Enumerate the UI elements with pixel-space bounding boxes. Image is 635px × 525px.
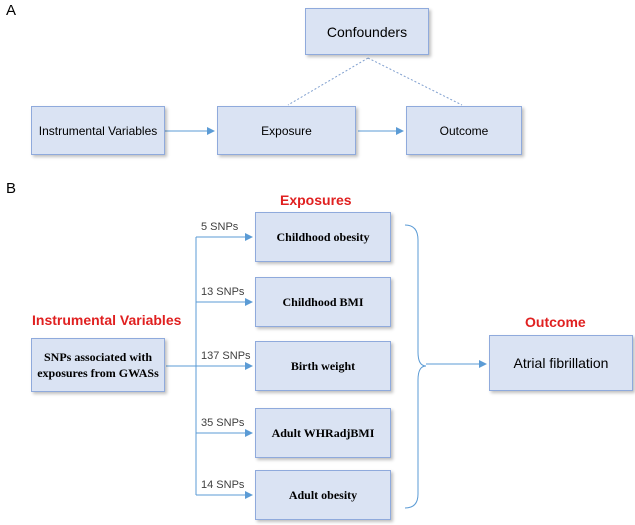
confounders-node: Confounders	[305, 8, 429, 55]
snp-count-label: 13 SNPs	[201, 286, 245, 298]
outcome-heading: Outcome	[525, 314, 586, 330]
exposure-brace	[404, 224, 427, 509]
outcome-node: Outcome	[406, 106, 522, 155]
outcome-node-atrial-fibrillation: Atrial fibrillation	[489, 335, 633, 391]
snp-count-label: 137 SNPs	[201, 350, 251, 362]
panel-label-a: A	[6, 2, 17, 19]
panel-label-b: B	[6, 180, 17, 197]
snp-source-node: SNPs associated with exposures from GWAS…	[31, 338, 165, 392]
dotted-confounders-to-outcome	[367, 57, 463, 106]
exposure-node-birth-weight: Birth weight	[255, 341, 391, 391]
snp-count-label: 5 SNPs	[201, 221, 239, 233]
snp-count-label: 35 SNPs	[201, 417, 245, 429]
exposure-node-adult-whradjbmi: Adult WHRadjBMI	[255, 408, 391, 458]
exposures-heading: Exposures	[280, 192, 352, 208]
snp-count-label: 14 SNPs	[201, 479, 245, 491]
exposure-node: Exposure	[217, 106, 356, 155]
dotted-confounders-to-exposure	[287, 57, 369, 106]
instrumental-variables-node: Instrumental Variables	[31, 106, 165, 155]
exposure-node-adult-obesity: Adult obesity	[255, 470, 391, 520]
exposure-node-childhood-obesity: Childhood obesity	[255, 212, 391, 262]
instrumental-variables-heading: Instrumental Variables	[32, 312, 182, 328]
exposure-node-childhood-bmi: Childhood BMI	[255, 277, 391, 327]
